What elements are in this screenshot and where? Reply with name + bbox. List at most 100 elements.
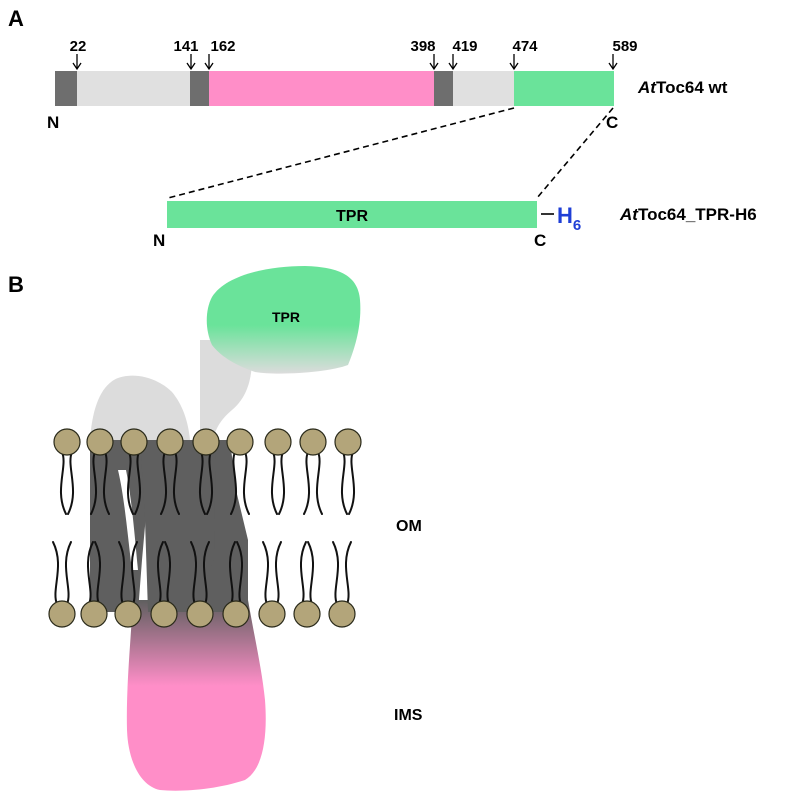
arrow-icon	[448, 54, 458, 71]
tm-segment-3	[434, 71, 453, 106]
lipid-tail	[242, 451, 250, 515]
arrow-icon	[204, 54, 214, 71]
lipid-head	[258, 600, 286, 628]
lipid-tail	[64, 541, 72, 605]
lipid-bilayer	[48, 428, 362, 628]
lipid-head	[156, 428, 184, 456]
lipid-tail	[59, 451, 67, 515]
lipid-tail	[172, 451, 180, 515]
lipid-tail	[344, 541, 352, 605]
construct-c-terminus: C	[534, 231, 546, 250]
lipid-head	[222, 600, 250, 628]
his-tag-letter: H	[557, 203, 573, 228]
lipid-head	[53, 428, 81, 456]
tpr-construct-bar	[167, 201, 537, 228]
tm-segment-1	[55, 71, 77, 106]
tm-segment-2	[190, 71, 209, 106]
lipid-tail	[130, 541, 138, 605]
lipid-tail	[126, 451, 134, 515]
lipid-tail	[52, 541, 60, 605]
lipid-tail	[262, 541, 270, 605]
ims-domain	[126, 600, 266, 791]
residue-mark-589: 589	[612, 38, 637, 55]
arrow-icon	[429, 54, 439, 71]
lipid-tail	[86, 541, 94, 605]
lipid-tail	[102, 451, 110, 515]
linker-segment-2	[453, 71, 514, 106]
lipid-head	[264, 428, 292, 456]
lipid-tail	[315, 451, 323, 515]
lipid-tail	[307, 541, 315, 605]
core-gap-1	[118, 470, 138, 570]
lipid-head	[80, 600, 108, 628]
lipid-head	[334, 428, 362, 456]
arrow-icon	[608, 54, 618, 71]
lipid-head	[226, 428, 254, 456]
lipid-tail	[67, 451, 75, 515]
lipid-tail	[340, 451, 348, 515]
lipid-tail	[164, 541, 172, 605]
residue-mark-141: 141	[173, 38, 198, 55]
lipid-tail	[278, 451, 286, 515]
tpr-domain-wt	[514, 71, 614, 106]
lipid-tail	[118, 541, 126, 605]
residue-arrows	[72, 54, 618, 71]
om-label: OM	[396, 518, 422, 535]
lipid-head	[150, 600, 178, 628]
residue-mark-398: 398	[410, 38, 435, 55]
ims-label: IMS	[394, 707, 423, 724]
lipid-tail	[228, 541, 236, 605]
lipid-tail	[236, 541, 244, 605]
wt-domain-bar	[55, 71, 614, 106]
residue-mark-419: 419	[452, 38, 477, 55]
lipid-tail	[156, 541, 164, 605]
lipid-head	[192, 428, 220, 456]
lipid-tails	[52, 451, 356, 605]
tm-helix-2	[140, 440, 248, 612]
panel-b-letter: B	[8, 272, 24, 297]
lipid-tail	[332, 541, 340, 605]
lipid-tail	[134, 451, 142, 515]
his-tag: H6	[557, 203, 581, 234]
lipid-tail	[206, 451, 214, 515]
lipid-head	[186, 600, 214, 628]
linker-loop-left	[90, 375, 190, 440]
lipid-head	[114, 600, 142, 628]
lipid-head	[48, 600, 76, 628]
wt-n-terminus: N	[47, 113, 59, 132]
amidase-domain	[209, 71, 434, 106]
lipid-tail	[303, 451, 311, 515]
lipid-tail	[90, 451, 98, 515]
residue-marks: 22 141 162 398 419 474 589	[70, 38, 638, 55]
lipid-head	[86, 428, 114, 456]
tpr-domain-label: TPR	[272, 309, 300, 325]
lipid-head	[328, 600, 356, 628]
lipid-head	[293, 600, 321, 628]
lipid-tail	[348, 451, 356, 515]
lipid-tail	[274, 541, 282, 605]
residue-mark-162: 162	[210, 38, 235, 55]
wt-name-italic: At	[637, 78, 657, 97]
tm-helix-1	[90, 440, 160, 612]
lipid-tail	[270, 451, 278, 515]
his-tag-subscript: 6	[573, 217, 581, 234]
tpr-domain-blob	[206, 266, 361, 374]
tpr-construct-label: TPR	[336, 208, 368, 225]
zoom-lines	[167, 107, 614, 199]
lipid-tail	[198, 451, 206, 515]
lipid-head	[120, 428, 148, 456]
lipid-tail	[202, 541, 210, 605]
lipid-tail	[190, 541, 198, 605]
arrow-icon	[72, 54, 82, 71]
lipid-head	[299, 428, 327, 456]
construct-name-rest: Toc64_TPR-H6	[638, 205, 757, 224]
wt-construct-name: AtToc64 wt	[637, 78, 728, 97]
construct-name: AtToc64_TPR-H6	[619, 205, 757, 224]
lipid-tail	[230, 451, 238, 515]
wt-c-terminus: C	[606, 113, 618, 132]
construct-name-italic: At	[619, 205, 639, 224]
arrow-icon	[509, 54, 519, 71]
residue-mark-22: 22	[70, 38, 87, 55]
wt-name-rest: Toc64 wt	[656, 78, 728, 97]
